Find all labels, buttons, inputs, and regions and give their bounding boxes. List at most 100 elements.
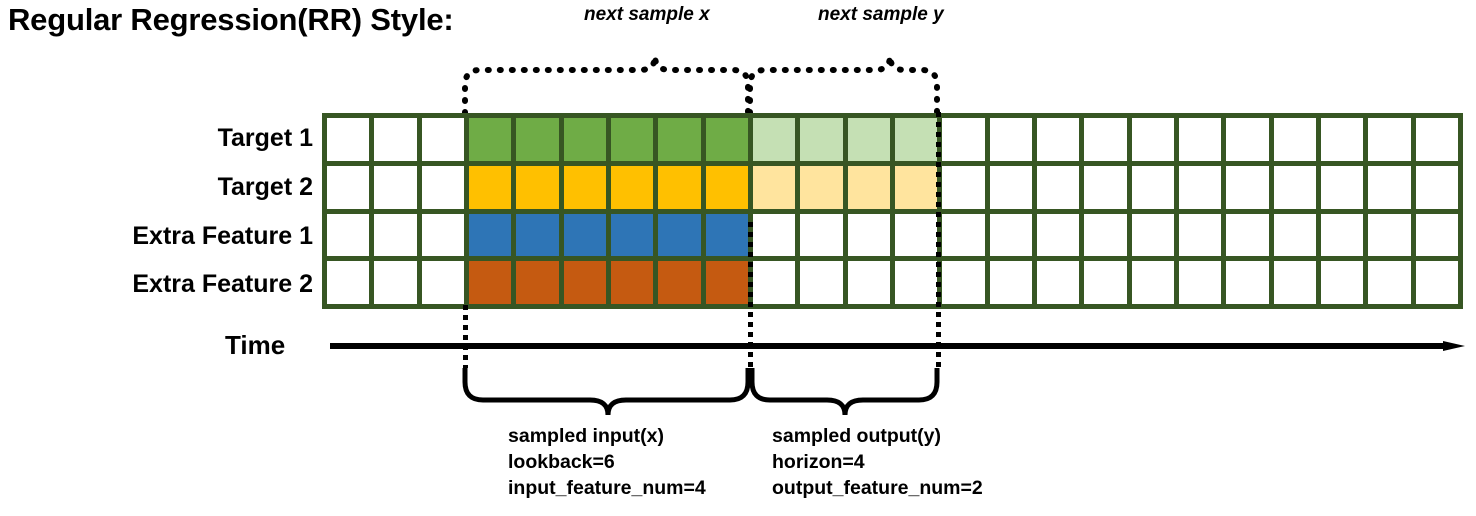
cell-t1-c11 bbox=[800, 118, 843, 161]
grid-row-extra-feature-1 bbox=[327, 213, 1458, 257]
cell-t1-c8 bbox=[658, 118, 701, 161]
cell-t1-c13 bbox=[894, 118, 938, 161]
sampled-output-caption: sampled output(y) horizon=4 output_featu… bbox=[772, 424, 983, 502]
cell-ef2-c22 bbox=[1320, 261, 1364, 304]
cell-t1-c20 bbox=[1226, 118, 1269, 161]
cell-t1-c23 bbox=[1368, 118, 1411, 161]
row-label-extra-feature-1: Extra Feature 1 bbox=[132, 222, 313, 250]
cell-t2-c21 bbox=[1273, 165, 1316, 209]
cell-ef2-c11 bbox=[800, 261, 843, 304]
cell-ef2-c7 bbox=[610, 261, 654, 304]
sampled-output-feature-num: output_feature_num=2 bbox=[772, 476, 983, 499]
cell-ef2-c9 bbox=[705, 261, 748, 304]
row-label-extra-feature-2: Extra Feature 2 bbox=[132, 270, 313, 298]
cell-ef2-c8 bbox=[658, 261, 701, 304]
cell-t1-c17 bbox=[1084, 118, 1127, 161]
cell-ef1-c4 bbox=[468, 213, 512, 257]
cell-t1-c22 bbox=[1320, 118, 1364, 161]
cell-ef2-c18 bbox=[1131, 261, 1174, 304]
cell-ef2-c10 bbox=[752, 261, 796, 304]
cell-ef1-c20 bbox=[1226, 213, 1269, 257]
cell-ef1-c13 bbox=[894, 213, 938, 257]
sampled-input-lookback: lookback=6 bbox=[508, 450, 615, 473]
cell-ef1-c21 bbox=[1273, 213, 1316, 257]
cell-ef1-c2 bbox=[374, 213, 417, 257]
next-sample-x-label: next sample x bbox=[584, 4, 710, 25]
cell-t1-c16 bbox=[1036, 118, 1080, 161]
cell-t2-c22 bbox=[1320, 165, 1364, 209]
cell-t1-c19 bbox=[1178, 118, 1222, 161]
cell-t2-c9 bbox=[705, 165, 748, 209]
cell-ef1-c5 bbox=[516, 213, 559, 257]
cell-ef1-c3 bbox=[421, 213, 464, 257]
sampled-input-brace bbox=[462, 368, 751, 416]
cell-ef1-c8 bbox=[658, 213, 701, 257]
cell-t2-c2 bbox=[374, 165, 417, 209]
cell-ef1-c6 bbox=[563, 213, 606, 257]
cell-ef1-c15 bbox=[989, 213, 1032, 257]
cell-ef1-c17 bbox=[1084, 213, 1127, 257]
cell-ef1-c9 bbox=[705, 213, 748, 257]
cell-t2-c7 bbox=[610, 165, 654, 209]
cell-t1-c3 bbox=[421, 118, 464, 161]
cell-t2-c20 bbox=[1226, 165, 1269, 209]
cell-t1-c18 bbox=[1131, 118, 1174, 161]
cell-t1-c12 bbox=[847, 118, 890, 161]
cell-t2-c5 bbox=[516, 165, 559, 209]
grid-row-target-1 bbox=[327, 118, 1458, 161]
cell-t2-c23 bbox=[1368, 165, 1411, 209]
cell-ef2-c15 bbox=[989, 261, 1032, 304]
page-title: Regular Regression(RR) Style: bbox=[8, 2, 454, 37]
cell-ef1-c24 bbox=[1415, 213, 1458, 257]
cell-t1-c24 bbox=[1415, 118, 1458, 161]
guide-line-output-end bbox=[936, 112, 941, 368]
cell-t2-c12 bbox=[847, 165, 890, 209]
cell-t2-c16 bbox=[1036, 165, 1080, 209]
cell-t2-c3 bbox=[421, 165, 464, 209]
cell-ef2-c14 bbox=[942, 261, 985, 304]
row-label-target-1: Target 1 bbox=[217, 124, 313, 152]
cell-t2-c4 bbox=[468, 165, 512, 209]
cell-ef2-c4 bbox=[468, 261, 512, 304]
cell-ef2-c12 bbox=[847, 261, 890, 304]
sampled-output-title: sampled output(y) bbox=[772, 425, 941, 447]
guide-line-input-start bbox=[463, 305, 468, 368]
guide-line-input-end bbox=[748, 222, 753, 368]
cell-t2-c6 bbox=[563, 165, 606, 209]
grid-row-extra-feature-2 bbox=[327, 261, 1458, 304]
cell-t2-c10 bbox=[752, 165, 796, 209]
next-sample-x-brace bbox=[462, 55, 751, 116]
cell-t1-c1 bbox=[327, 118, 370, 161]
cell-t1-c14 bbox=[942, 118, 985, 161]
cell-ef2-c1 bbox=[327, 261, 370, 304]
next-sample-y-label: next sample y bbox=[818, 4, 944, 25]
cell-t2-c18 bbox=[1131, 165, 1174, 209]
sampled-output-horizon: horizon=4 bbox=[772, 450, 865, 473]
cell-ef2-c21 bbox=[1273, 261, 1316, 304]
sampled-output-brace bbox=[749, 368, 940, 416]
cell-ef2-c23 bbox=[1368, 261, 1411, 304]
time-axis-arrow bbox=[330, 341, 1465, 351]
cell-t1-c15 bbox=[989, 118, 1032, 161]
sampled-input-title: sampled input(x) bbox=[508, 425, 665, 447]
cell-ef1-c22 bbox=[1320, 213, 1364, 257]
cell-ef2-c20 bbox=[1226, 261, 1269, 304]
cell-ef2-c24 bbox=[1415, 261, 1458, 304]
cell-t2-c1 bbox=[327, 165, 370, 209]
cell-t2-c11 bbox=[800, 165, 843, 209]
cell-t2-c24 bbox=[1415, 165, 1458, 209]
cell-t2-c19 bbox=[1178, 165, 1222, 209]
cell-ef2-c6 bbox=[563, 261, 606, 304]
cell-t2-c14 bbox=[942, 165, 985, 209]
cell-t1-c21 bbox=[1273, 118, 1316, 161]
sampled-input-feature-num: input_feature_num=4 bbox=[508, 476, 706, 499]
cell-ef1-c10 bbox=[752, 213, 796, 257]
cell-t1-c10 bbox=[752, 118, 796, 161]
cell-ef2-c3 bbox=[421, 261, 464, 304]
cell-ef1-c14 bbox=[942, 213, 985, 257]
cell-ef1-c19 bbox=[1178, 213, 1222, 257]
sampled-input-caption: sampled input(x) lookback=6 input_featur… bbox=[508, 424, 706, 502]
cell-ef2-c2 bbox=[374, 261, 417, 304]
cell-ef1-c1 bbox=[327, 213, 370, 257]
